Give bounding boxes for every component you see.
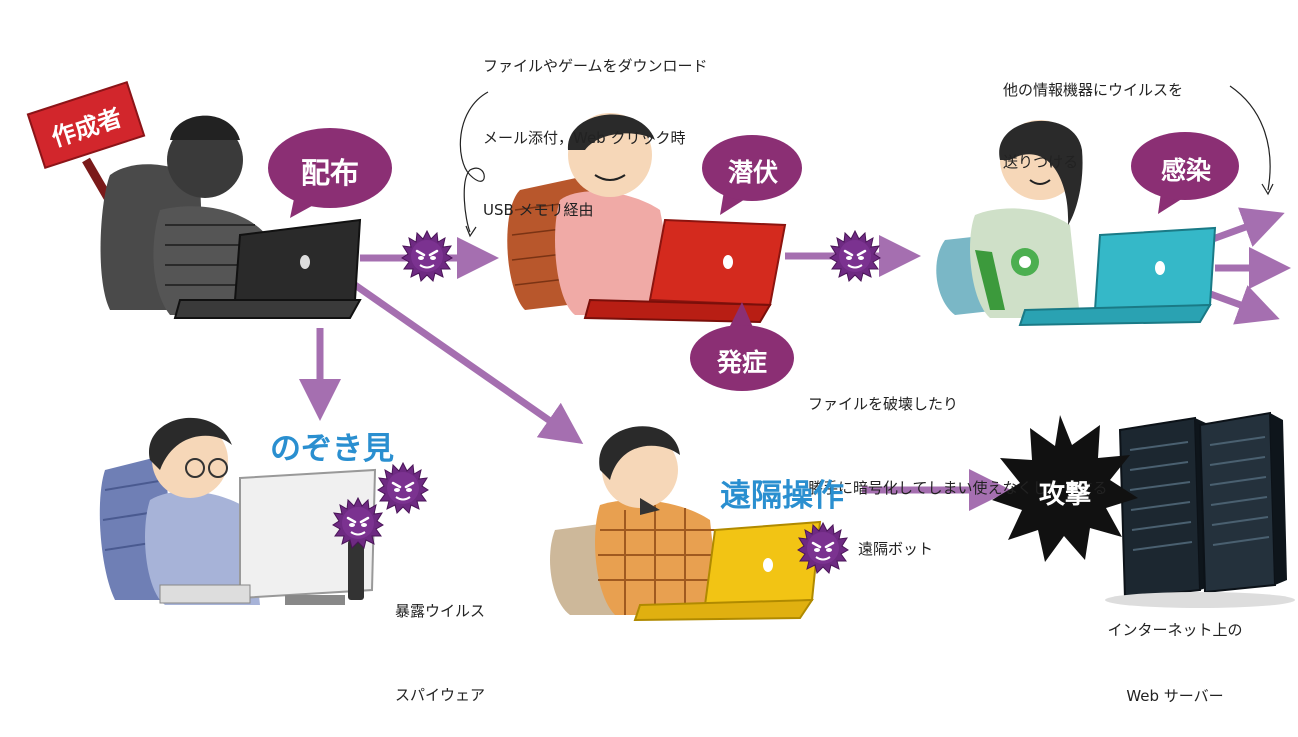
spread-note-line: 送りつける [1003,153,1079,171]
peek-note-line: 暴露ウイルス [395,602,486,620]
download-note: ファイルやゲームをダウンロード メール添付，Web クリック時 USB メモリ経… [483,6,708,246]
spread-note-line: 他の情報機器にウイルスを [1003,81,1184,99]
peek-note: 暴露ウイルス スパイウェア [395,541,485,737]
arrow-spread-1 [1208,207,1285,247]
peek-note-line: スパイウェア [395,686,486,704]
diagram-canvas [26,81,1295,622]
server-note: インターネット上の Web サーバー [1085,575,1265,729]
bubble-onset [690,302,794,391]
arrow-to-remote [352,282,584,445]
bubble-infect [1131,132,1239,214]
attack-label: 攻撃 [1038,480,1091,510]
flow-arrows [299,207,1291,511]
bubble-distribute [268,128,392,218]
server-note-line: Web サーバー [1126,687,1224,705]
server-note-line: インターネット上の [1107,621,1243,639]
bubble-distribute-label: 配布 [300,156,359,190]
download-curve [459,91,489,233]
download-note-line: ファイルやゲームをダウンロード [483,57,708,75]
remote-title: 遠隔操作 [720,478,844,514]
download-note-line: USB メモリ経由 [483,201,594,219]
remote-bot-label: 遠隔ボット [858,540,934,558]
damage-note-line: 勝手に暗号化してしまい使えなくしたりする [808,479,1108,497]
peek-user-figure [99,417,377,605]
latent-user-figure [507,113,787,324]
peek-title: のぞき見 [270,431,394,467]
bubble-onset-label: 発症 [716,348,767,377]
download-note-line: メール添付，Web クリック時 [483,129,686,147]
damage-note-line: ファイルを破壊したり [808,395,959,413]
virus-icon [828,229,882,283]
arrow-spread-3 [1203,285,1280,325]
bubble-latent-label: 潜伏 [727,158,778,187]
hacker-figure [100,115,362,319]
damage-note: ファイルを破壊したり 勝手に暗号化してしまい使えなくしたりする [808,334,1108,530]
infected-user-figure [936,120,1217,327]
spread-note: 他の情報機器にウイルスを 送りつける [1003,30,1183,198]
attack-burst-shape [992,415,1138,562]
bubble-latent [702,135,802,215]
remote-user-figure [550,426,822,622]
spread-curve [1229,85,1271,191]
server-icon [1105,411,1295,608]
virus-icon [400,229,454,283]
virus-icon [376,461,430,515]
bubble-infect-label: 感染 [1160,156,1211,185]
